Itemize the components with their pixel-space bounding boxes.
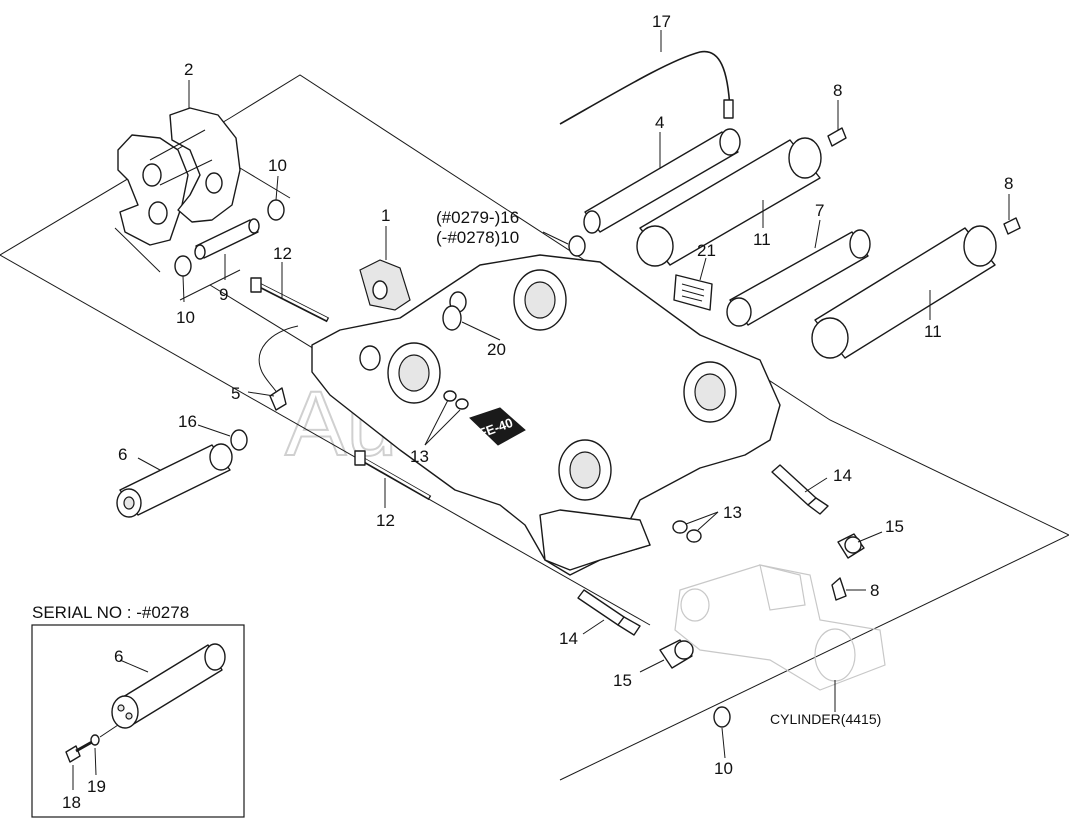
callout-10-bottom: 10 bbox=[714, 759, 733, 778]
callout-14-lower: 14 bbox=[559, 629, 578, 648]
callout-10-lower: 10 bbox=[176, 308, 195, 327]
wire-17-connector bbox=[723, 99, 734, 119]
hook-bracket bbox=[117, 107, 241, 246]
elbow-15-upper bbox=[837, 533, 865, 559]
callout-16-serial: (#0279-)16 bbox=[436, 208, 519, 227]
cylinder-label: CYLINDER(4415) bbox=[770, 711, 881, 727]
callout-8-c: 8 bbox=[870, 581, 879, 600]
callout-9: 9 bbox=[219, 285, 228, 304]
inset-callout-18: 18 bbox=[62, 793, 81, 812]
inset-washer-19 bbox=[90, 734, 100, 746]
callout-13-upper: 13 bbox=[410, 447, 429, 466]
leader-lines bbox=[137, 30, 1010, 759]
callout-1: 1 bbox=[381, 206, 390, 225]
callout-10-serial: (-#0278)10 bbox=[436, 228, 519, 247]
bolt-upper bbox=[250, 277, 330, 323]
callout-13-lower: 13 bbox=[723, 503, 742, 522]
fitting-14-upper bbox=[771, 464, 829, 515]
wire-17 bbox=[559, 50, 731, 125]
bolt-lower bbox=[354, 450, 432, 501]
callout-21: 21 bbox=[697, 241, 716, 260]
pin-11-lower bbox=[811, 225, 997, 359]
callout-11-lower: 11 bbox=[924, 322, 942, 341]
inset-callout-6: 6 bbox=[114, 647, 123, 666]
inset-frame bbox=[31, 624, 245, 818]
nuts-13-lower bbox=[672, 520, 702, 543]
label-plate-21 bbox=[673, 274, 713, 311]
callout-6: 6 bbox=[118, 445, 127, 464]
callout-11-upper: 11 bbox=[753, 230, 771, 249]
callout-10-upper: 10 bbox=[268, 156, 287, 175]
short-pin bbox=[194, 218, 260, 260]
fe40-badge-plate bbox=[469, 407, 526, 446]
pin-7 bbox=[726, 229, 871, 327]
callout-14-upper: 14 bbox=[833, 466, 852, 485]
ring-10-lower bbox=[174, 255, 192, 277]
grease-nipple-8-c bbox=[831, 577, 847, 601]
callout-5: 5 bbox=[231, 384, 240, 403]
ring-10-upper bbox=[267, 199, 285, 221]
callout-8-a: 8 bbox=[833, 81, 842, 100]
grease-nipple-8-a bbox=[827, 127, 847, 147]
fitting-14-lower bbox=[577, 589, 641, 636]
callout-16: 16 bbox=[178, 412, 197, 431]
coupler-frame: FE-40 bbox=[311, 254, 781, 576]
inset-pin-6-end bbox=[111, 695, 139, 729]
callout-4: 4 bbox=[655, 113, 664, 132]
callout-8-b: 8 bbox=[1004, 174, 1013, 193]
callout-15-upper: 15 bbox=[885, 517, 904, 536]
pin-4 bbox=[583, 128, 741, 234]
inset-title: SERIAL NO : -#0278 bbox=[32, 603, 189, 622]
callout-2: 2 bbox=[184, 60, 193, 79]
callout-12-upper: 12 bbox=[273, 244, 292, 263]
ring-16-left bbox=[230, 429, 248, 451]
callout-12-lower: 12 bbox=[376, 511, 395, 530]
cylinder-ghost bbox=[674, 564, 886, 691]
callout-20: 20 bbox=[487, 340, 506, 359]
nuts-13-upper bbox=[443, 390, 469, 410]
elbow-15-lower bbox=[659, 639, 694, 669]
inset-callout-19: 19 bbox=[87, 777, 106, 796]
callout-7: 7 bbox=[815, 201, 824, 220]
pin-6-left bbox=[116, 443, 233, 518]
pin-11-upper bbox=[636, 137, 822, 267]
safety-clip bbox=[258, 325, 299, 411]
callouts: 2 10 10 9 12 1 (#0279-)16 (-#0278)10 20 … bbox=[118, 12, 1013, 778]
callout-15-lower: 15 bbox=[613, 671, 632, 690]
ring-10-right bbox=[568, 235, 586, 257]
callout-17: 17 bbox=[652, 12, 671, 31]
grease-nipple-8-b bbox=[1003, 217, 1021, 235]
ring-10-bottom bbox=[713, 706, 731, 728]
o-ring-20 bbox=[442, 305, 462, 331]
serial-inset: SERIAL NO : -#0278 6 18 19 bbox=[31, 603, 245, 818]
